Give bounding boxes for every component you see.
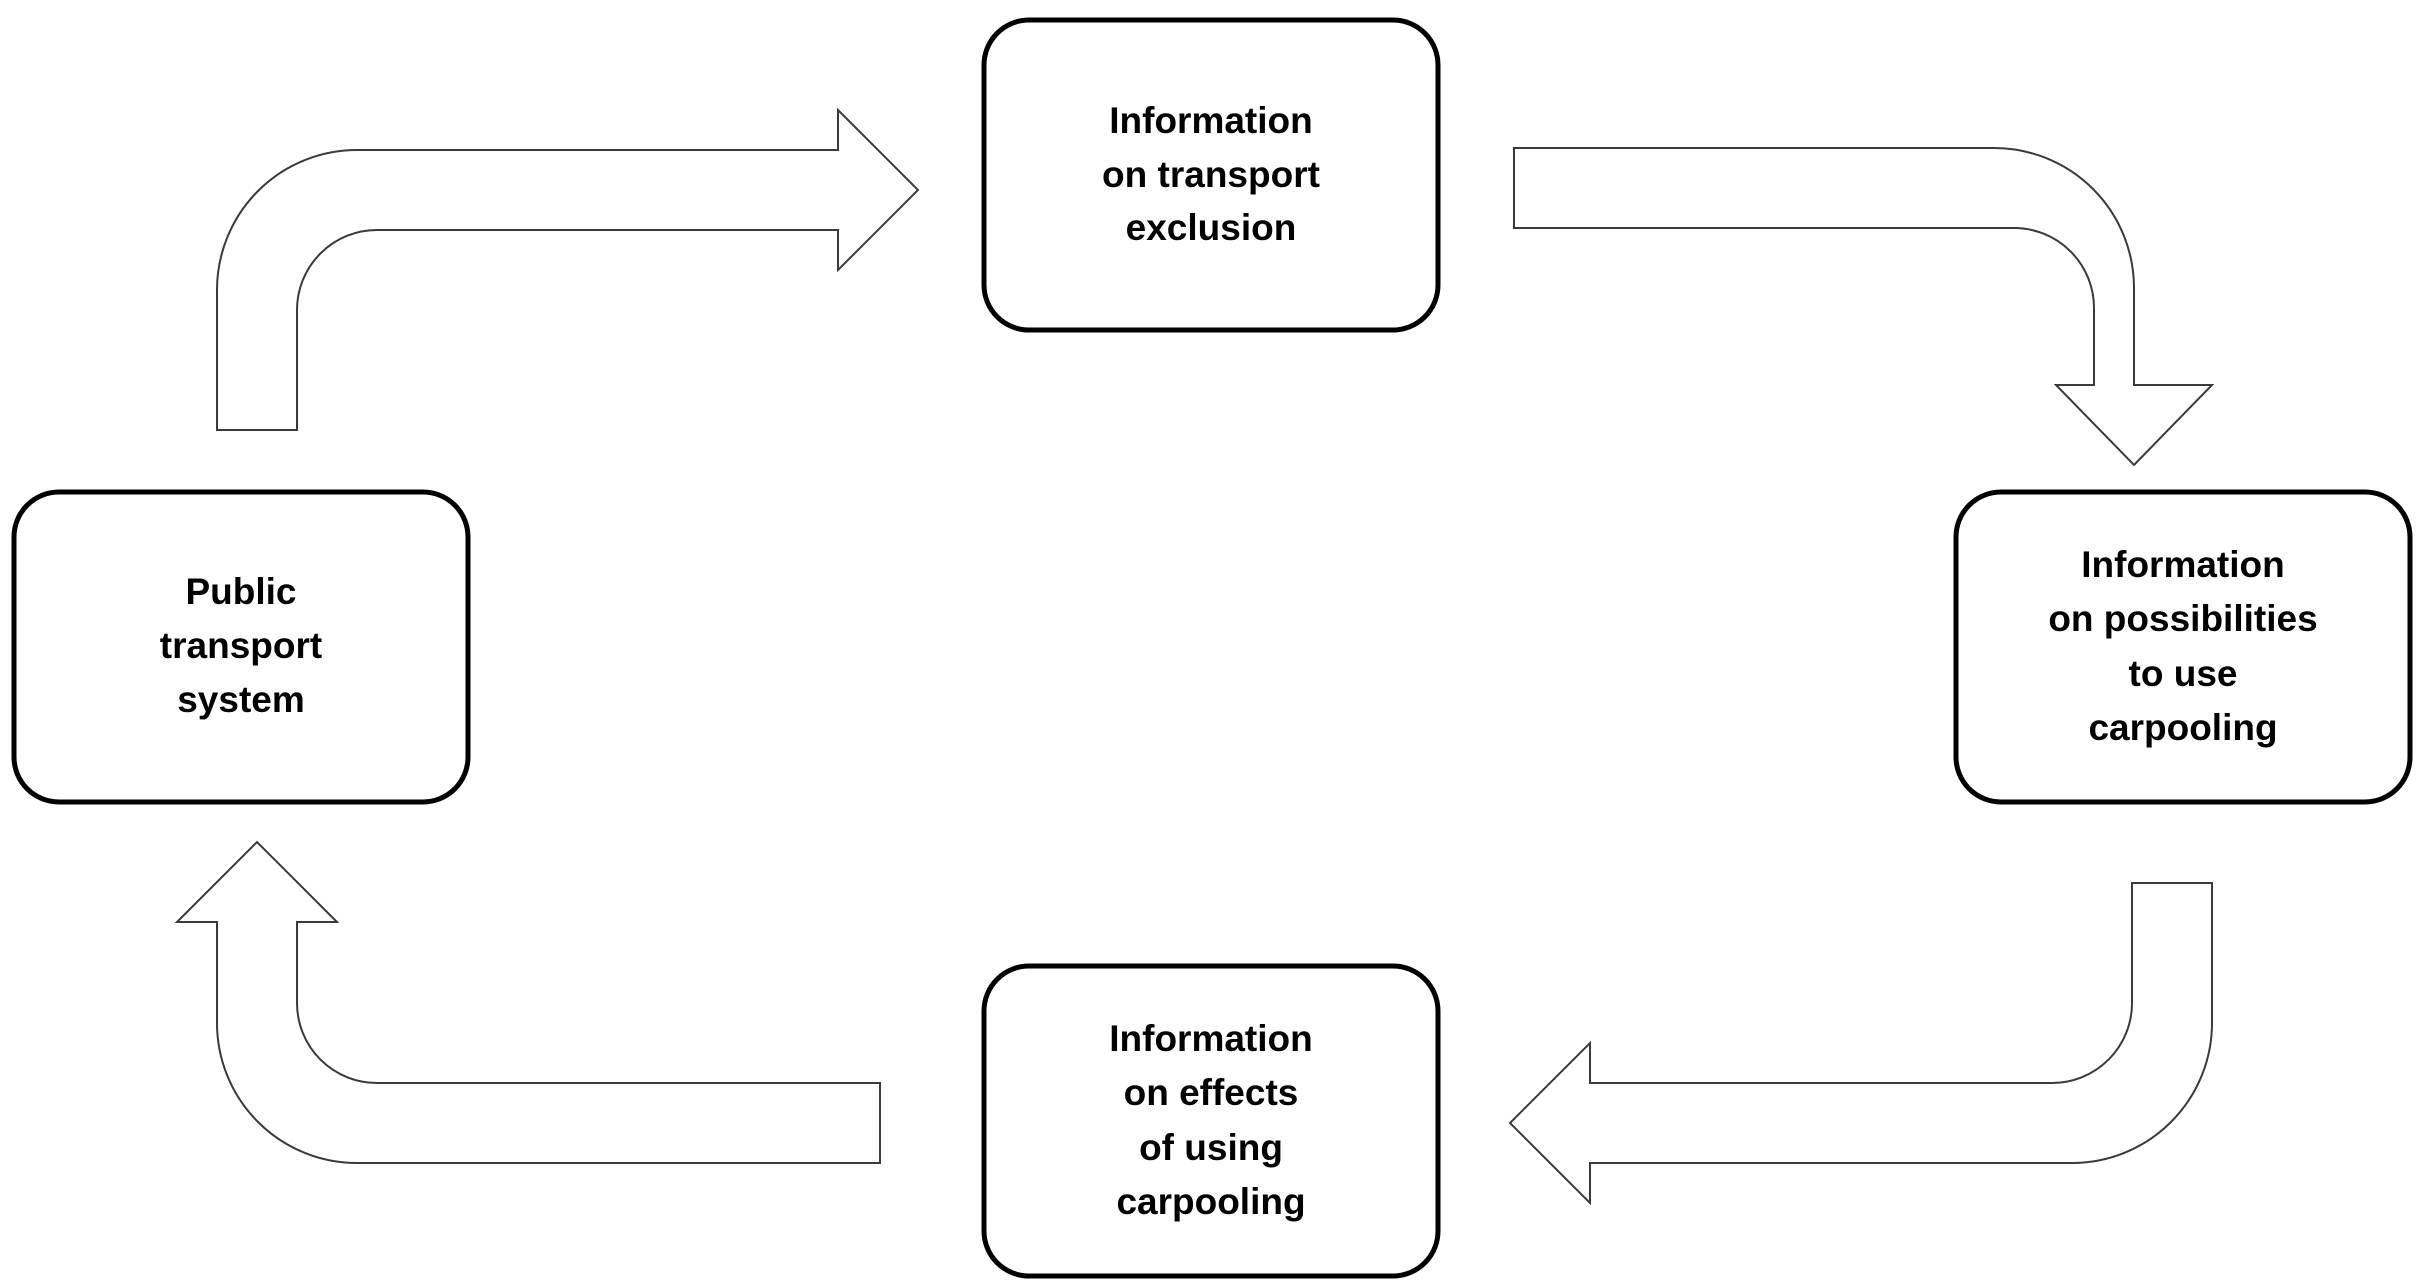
- node-right-line-4: carpooling: [2088, 707, 2277, 748]
- node-bottom-line-2: on effects: [1124, 1072, 1299, 1113]
- node-bottom-line-3: of using: [1139, 1127, 1283, 1168]
- node-right-line-3: to use: [2129, 653, 2238, 694]
- node-information-on-possibilities-to-use-carpooling: Information on possibilities to use carp…: [1953, 489, 2413, 805]
- node-top-line-2: on transport: [1102, 154, 1320, 195]
- node-top-line-3: exclusion: [1126, 207, 1297, 248]
- node-left-line-3: system: [177, 679, 305, 720]
- node-bottom-line-4: carpooling: [1116, 1181, 1305, 1222]
- node-bottom-line-1: Information: [1109, 1018, 1312, 1059]
- arrow-top-to-right: [1513, 147, 2215, 467]
- arrow-left-to-top: [216, 107, 920, 431]
- arrow-right-to-bottom: [1508, 882, 2213, 1206]
- node-information-on-transport-exclusion: Information on transport exclusion: [981, 17, 1441, 333]
- arrow-bottom-to-left: [174, 840, 881, 1164]
- node-left-line-1: Public: [185, 571, 296, 612]
- node-information-on-effects-of-using-carpooling: Information on effects of using carpooli…: [981, 963, 1441, 1279]
- node-left-line-2: transport: [160, 625, 322, 666]
- node-top-line-1: Information: [1109, 100, 1312, 141]
- node-right-line-1: Information: [2081, 544, 2284, 585]
- node-public-transport-system: Public transport system: [11, 489, 471, 805]
- node-right-line-2: on possibilities: [2048, 598, 2317, 639]
